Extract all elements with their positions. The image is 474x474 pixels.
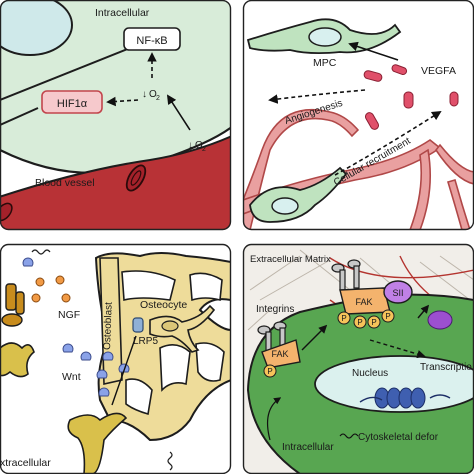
- o2-arrow-upper: ↓: [142, 89, 147, 100]
- integrins-label: Integrins: [256, 304, 294, 315]
- o2-label-upper: O: [149, 89, 157, 100]
- cytoskeletal-label: Cytoskeletal defor: [358, 432, 439, 443]
- vegfa-label: VEGFA: [421, 65, 456, 77]
- vegfa-molecules: [363, 64, 459, 130]
- svg-text:P: P: [357, 318, 362, 327]
- blood-vessel: [0, 128, 231, 230]
- osteocyte-label: Osteocyte: [140, 299, 187, 311]
- arrow-recruitment: [334, 110, 442, 176]
- hif1a-box: [41, 90, 103, 114]
- svg-text:P: P: [371, 318, 376, 327]
- o2-label-lower: O: [195, 140, 203, 151]
- p-badges: P P P P: [337, 309, 395, 329]
- nerve-terminal: [67, 412, 128, 474]
- extracellular-label: xtracellular: [0, 457, 51, 469]
- lrp5-label: LRP5: [133, 336, 158, 347]
- fak-right-label: FAK: [355, 297, 372, 307]
- arrow-to-mpc: [348, 41, 399, 61]
- sensory-cell: [0, 342, 35, 378]
- ecm-label: Extracellular Matrix: [250, 254, 331, 265]
- wnt-label: Wnt: [62, 371, 81, 383]
- arrow-angiogenesis: [268, 89, 366, 104]
- osteocyte: [149, 304, 216, 353]
- svg-text:P: P: [385, 312, 390, 321]
- o2-subscript-upper: 2: [156, 95, 160, 102]
- chromatin: [374, 387, 426, 409]
- arrow-lrp5: [111, 335, 137, 406]
- mpc-nucleus: [308, 27, 342, 47]
- o2-arrow-lower: ↓: [188, 140, 193, 151]
- ngf-molecules: [31, 275, 71, 303]
- transcription-label: Transcriptio: [420, 362, 472, 373]
- nfkb-label: NF-κB: [136, 35, 167, 47]
- mpc-label: MPC: [313, 57, 337, 69]
- ngf-label: NGF: [58, 309, 80, 321]
- osteoblast-label: Osteoblast: [102, 302, 115, 350]
- effector-protein: [427, 310, 453, 330]
- panel-hypoxia: NF-κB HIF1α ↓ O 2 ↓ O 2 Intracellular Bl…: [0, 0, 231, 230]
- nucleus: [0, 0, 73, 56]
- hif1a-label: HIF1α: [57, 98, 88, 110]
- panel-angiogenesis: MPC VEGFA Angiogenesis Cellular recruitm…: [243, 0, 474, 230]
- sii-label: SII: [392, 288, 403, 298]
- nucleus: [314, 355, 474, 413]
- arrow-to-nucleus: [369, 339, 426, 359]
- intracellular-label: Intracellular: [282, 442, 334, 453]
- intracellular-label: Intracellular: [95, 7, 150, 19]
- svg-text:P: P: [341, 314, 346, 323]
- brown-cell: [1, 283, 25, 327]
- vessel-branch: [243, 108, 360, 230]
- lrp5-receptor: [132, 317, 144, 333]
- nfkb-box: [123, 27, 181, 51]
- panel-bone: NGF Osteoblast Osteocyte LRP5 Wnt xtrace…: [0, 244, 231, 474]
- nucleus-label: Nucleus: [352, 368, 388, 379]
- integrin: [257, 259, 361, 353]
- arrow-o2-to-hif1a: [106, 96, 139, 107]
- panel-mechanotransduction: FAK P FAK P P P P SII Extracellular Matr…: [243, 244, 474, 474]
- p-badge: P: [267, 367, 272, 376]
- arrow-vessel-to-o2: [166, 94, 191, 131]
- o2-subscript-lower: 2: [202, 146, 206, 153]
- fak-left-label: FAK: [271, 349, 288, 359]
- blood-vessel-label: Blood vessel: [35, 177, 95, 189]
- sii-protein: [383, 280, 413, 304]
- wnt-molecules: [22, 257, 130, 397]
- fak-left: [261, 339, 301, 369]
